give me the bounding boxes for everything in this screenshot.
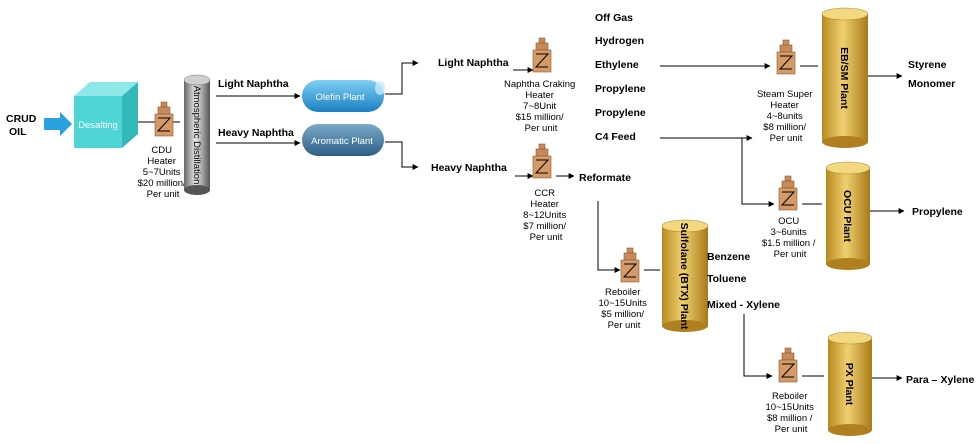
crud-label: CRUD xyxy=(6,113,37,125)
sulfolane-plant-column: Sulfolane (BTX) Plant xyxy=(661,219,709,332)
desalting-label: Desalting xyxy=(78,120,118,131)
atmospheric-distillation-column: Atmospheric Distillation xyxy=(183,74,211,195)
btx-products: Benzene Toluene Mixed - Xylene xyxy=(707,251,780,311)
heavy-naphtha-label-2: Heavy Naphtha xyxy=(431,162,507,174)
svg-text:Olefin Plant: Olefin Plant xyxy=(315,92,364,103)
reboiler-px-heater-icon xyxy=(778,347,798,383)
steam-super-heater-icon xyxy=(776,39,796,75)
para-xylene-label: Para – Xylene xyxy=(906,374,974,386)
ocu-heater-text: OCU 3~6units $1.5 million / Per unit xyxy=(762,216,818,260)
monomer-label: Monomer xyxy=(908,78,955,90)
svg-text:EB/SM Plant: EB/SM Plant xyxy=(838,47,850,109)
svg-text:Off Gas: Off Gas xyxy=(595,12,633,24)
aromatic-outflow-arrow xyxy=(385,141,419,170)
svg-text:C4 Feed: C4 Feed xyxy=(595,131,636,143)
svg-text:Sulfolane (BTX) Plant: Sulfolane (BTX) Plant xyxy=(678,223,690,330)
steam-heater-text: Steam Super Heater 4~8units $8 million/ … xyxy=(757,89,815,144)
oil-label: OIL xyxy=(9,126,27,138)
svg-text:PX Plant: PX Plant xyxy=(843,363,855,406)
light-naphtha-label-2: Light Naphtha xyxy=(438,57,509,69)
olefin-products: Off Gas Hydrogen Ethylene Propylene Prop… xyxy=(595,12,646,143)
distillation-label: Atmospheric Distillation xyxy=(191,86,202,185)
reformate-label: Reformate xyxy=(579,172,631,184)
olefin-outflow-arrow xyxy=(385,60,419,95)
svg-text:OCU Plant: OCU Plant xyxy=(841,190,853,242)
px-plant-column: PX Plant xyxy=(827,331,873,436)
heavy-naphtha-label-1: Heavy Naphtha xyxy=(218,127,294,139)
svg-text:Benzene: Benzene xyxy=(707,251,750,263)
reboiler-px-text: Reboiler 10~15Units $8 million / Per uni… xyxy=(766,391,817,435)
propylene-final-label: Propylene xyxy=(912,206,963,218)
light-naphtha-label-1: Light Naphtha xyxy=(218,78,289,90)
ccr-heater-icon xyxy=(532,143,552,179)
svg-text:Propylene: Propylene xyxy=(595,83,646,95)
svg-text:Propylene: Propylene xyxy=(595,107,646,119)
naphtha-heater-text: Naphtha Craking Heater 7~8Unit $15 milli… xyxy=(504,79,578,134)
aromatic-plant: Aromatic Plant xyxy=(302,124,384,156)
input-arrow-icon xyxy=(44,112,72,136)
desalting-cube: Desalting xyxy=(74,82,138,148)
olefin-plant: Olefin Plant xyxy=(302,80,385,112)
ebsm-plant-column: EB/SM Plant xyxy=(821,7,869,148)
xylene-to-reboiler-arrow xyxy=(743,314,773,379)
cdu-heater-text: CDU Heater 5~7Units $20 million/ Per uni… xyxy=(138,145,189,200)
cdu-heater-icon xyxy=(154,101,174,137)
svg-text:Mixed - Xylene: Mixed - Xylene xyxy=(707,299,780,311)
reboiler-btx-text: Reboiler 10~15Units $5 million/ Per unit xyxy=(599,287,650,331)
naphtha-cracking-heater-icon xyxy=(532,37,552,73)
ocu-plant-column: OCU Plant xyxy=(825,161,871,270)
svg-text:Toluene: Toluene xyxy=(707,273,747,285)
ocu-heater-icon xyxy=(778,175,798,211)
c4-to-ocu-arrow xyxy=(741,138,775,207)
svg-text:Ethylene: Ethylene xyxy=(595,59,639,71)
svg-text:Aromatic Plant: Aromatic Plant xyxy=(311,136,373,147)
svg-text:Hydrogen: Hydrogen xyxy=(595,35,644,47)
reboiler-btx-heater-icon xyxy=(620,247,640,283)
reformate-to-reboiler-arrow xyxy=(597,201,621,273)
styrene-label: Styrene xyxy=(908,59,947,71)
ccr-heater-text: CCR Heater 8~12Units $7 million/ Per uni… xyxy=(523,188,569,243)
